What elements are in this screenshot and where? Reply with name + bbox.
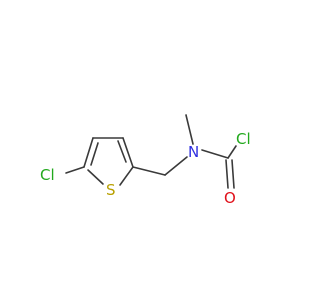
bond-c4-c5-inner [90, 142, 99, 166]
atom-n-amine: N [188, 143, 199, 161]
bond-c5-cl [65, 166, 85, 174]
bond-c2-ch2 [132, 166, 166, 176]
bond-c2-c3-inner [117, 140, 127, 163]
bond-c5-s [87, 169, 104, 185]
atom-cl-acyl: Cl [236, 130, 251, 148]
structure-diagram: Cl S N Cl O [40, 114, 251, 207]
bond-n-methyl [185, 114, 194, 145]
atom-o-carbonyl: O [224, 189, 236, 207]
atom-s-ring: S [106, 181, 116, 199]
bond-c-cl [227, 145, 237, 159]
bond-c4-c5 [83, 137, 94, 168]
bond-n-c [201, 149, 229, 159]
bond-c-o-2 [231, 159, 235, 189]
bond-s-c2 [119, 166, 134, 186]
atom-cl-ring: Cl [40, 166, 55, 184]
molecule-canvas: Cl S N Cl O [40, 114, 251, 207]
bond-ch2-n [164, 156, 188, 176]
bond-c-o-1 [225, 159, 229, 189]
bond-c2-c3 [122, 137, 134, 168]
